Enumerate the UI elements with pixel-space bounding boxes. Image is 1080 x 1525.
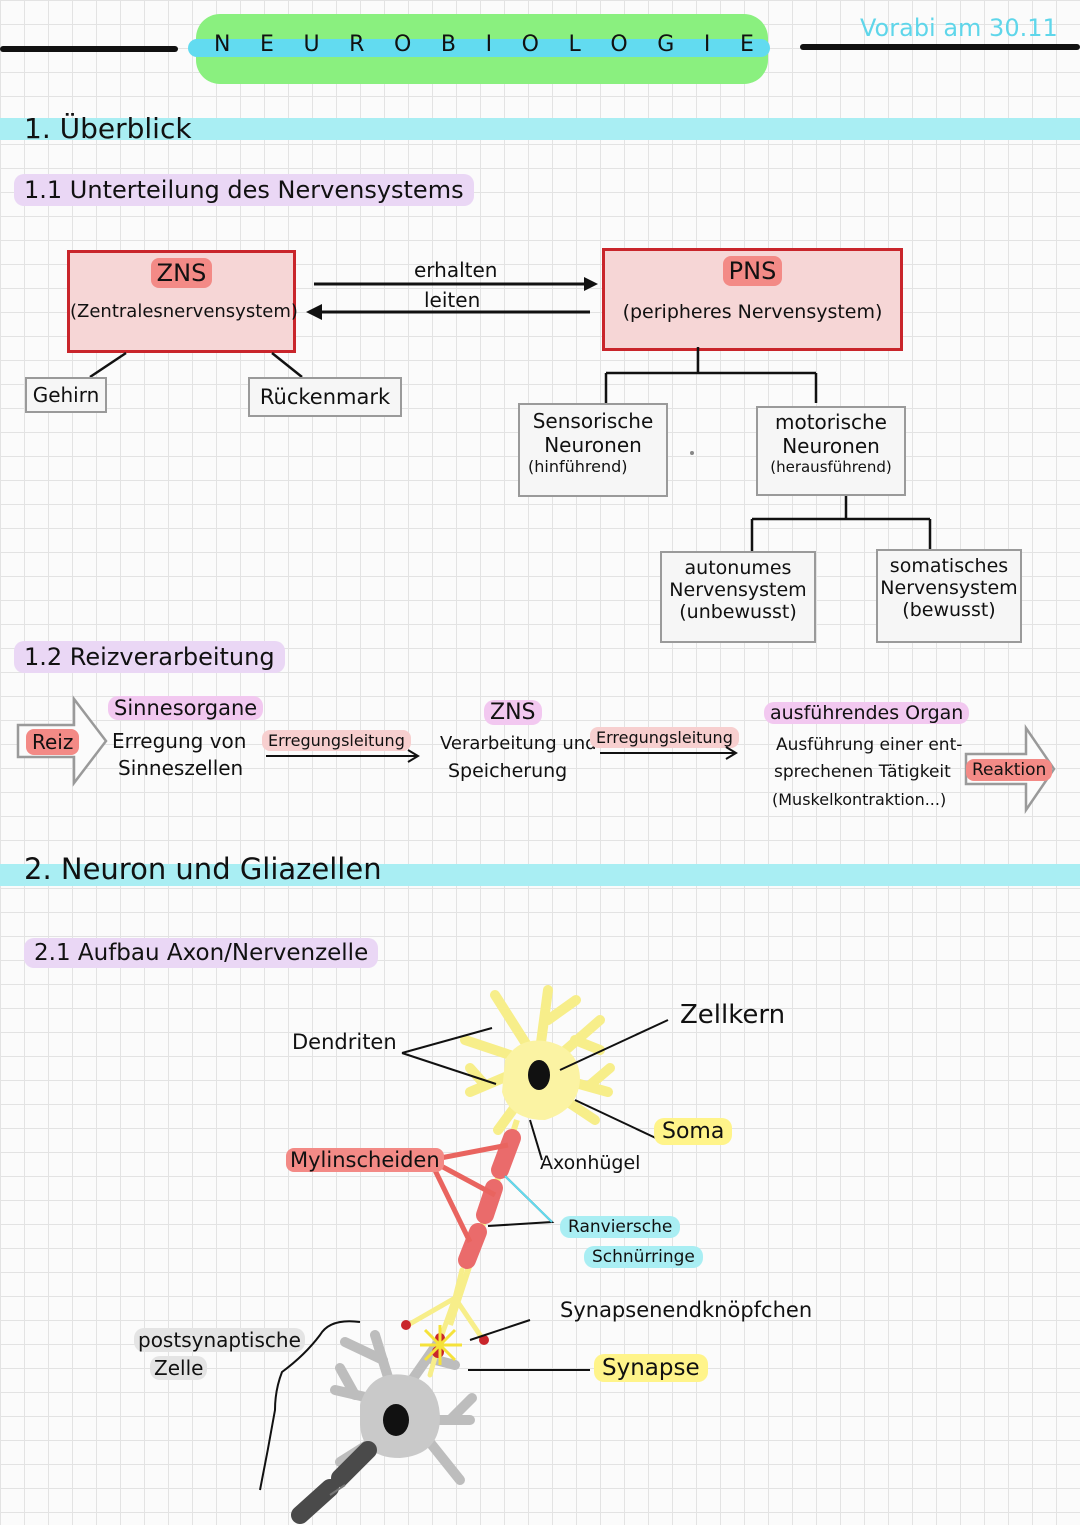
title-letter: E xyxy=(739,32,754,57)
sinnes-line2: Sinneszellen xyxy=(118,756,244,780)
label-dendriten: Dendriten xyxy=(292,1030,397,1054)
organ-label: ausführendes Organ xyxy=(764,702,970,724)
section2-band xyxy=(0,864,1080,886)
title-letter: U xyxy=(303,32,320,57)
erregungsleitung-1: Erregungsleitung xyxy=(262,730,411,751)
postsynaptic-axon xyxy=(291,1441,377,1524)
somatisch-line1: somatisches xyxy=(889,555,1009,577)
section1-heading: 1. Überblick xyxy=(24,112,192,145)
label-ranvier-1: Ranviersche xyxy=(560,1216,681,1238)
sinnesorgane-label: Sinnesorgane xyxy=(108,696,264,720)
neuron-diagram xyxy=(259,985,669,1524)
title-letter: O xyxy=(521,32,539,57)
vorabi-date: Vorabi am 30.11 xyxy=(860,14,1058,42)
motorische-neuronen-box: motorische Neuronen (herausführend) xyxy=(756,406,906,496)
zns2-label: ZNS xyxy=(484,700,542,725)
zns-connectors xyxy=(89,351,303,379)
title-letter: I xyxy=(703,32,711,57)
motorisch-line1: motorische xyxy=(775,410,887,434)
header-right-line xyxy=(800,44,1080,50)
title-cyan-bar xyxy=(188,39,770,57)
arrow-label-erhalten: erhalten xyxy=(414,258,498,282)
label-postsynaptisch-2: Zelle xyxy=(150,1356,208,1380)
title-letter: N xyxy=(214,32,231,57)
subsection-1-2: 1.2 Reizverarbeitung xyxy=(14,641,285,673)
sensorische-neuronen-box: Sensorische Neuronen (hinführend) xyxy=(518,403,668,497)
motorisch-line2: Neuronen xyxy=(782,434,880,458)
label-zellkern: Zellkern xyxy=(680,1000,786,1030)
title-letter: O xyxy=(610,32,628,57)
sensorisch-line3: (hinführend) xyxy=(528,457,628,476)
pns-tree xyxy=(604,347,932,551)
organ-line2: sprechenen Tätigkeit xyxy=(774,762,951,782)
label-synapse: Synapse xyxy=(594,1354,708,1382)
somatisch-line3: (bewusst) xyxy=(902,599,996,621)
sensorisch-line1: Sensorische xyxy=(532,409,654,433)
title-letter: I xyxy=(485,32,493,57)
title-letter: B xyxy=(440,32,457,57)
stray-dot xyxy=(690,451,694,455)
label-endknoepfchen: Synapsenendknöpfchen xyxy=(560,1298,813,1322)
rueckenmark-box: Rückenmark xyxy=(248,377,402,417)
autonom-line3: (unbewusst) xyxy=(679,601,797,623)
label-axonhuegel: Axonhügel xyxy=(540,1152,641,1174)
presynaptic-nucleus xyxy=(528,1060,550,1090)
label-postsynaptisch-1: postsynaptische xyxy=(134,1328,305,1352)
title-letter: O xyxy=(394,32,412,57)
autonom-line1: autonumes xyxy=(684,557,792,579)
erregungsleitung-arrow-2 xyxy=(600,746,738,760)
subsection-2-1: 2.1 Aufbau Axon/Nervenzelle xyxy=(24,938,379,968)
gehirn-box: Gehirn xyxy=(25,377,107,413)
section2-heading: 2. Neuron und Gliazellen xyxy=(24,852,382,886)
title-letter: L xyxy=(568,32,581,57)
zns-box: ZNS (Zentralesnervensystem) xyxy=(67,250,298,353)
zns-pns-arrows xyxy=(306,277,598,320)
reiz-label: Reiz xyxy=(26,729,80,755)
motorisch-line3: (herausführend) xyxy=(770,458,892,476)
synapse-burst xyxy=(420,1325,462,1365)
reaktion-label: Reaktion xyxy=(966,759,1053,781)
title-letter: E xyxy=(260,32,274,57)
autonomes-nervensystem-box: autonumes Nervensystem (unbewusst) xyxy=(660,551,816,643)
subsection-1-1: 1.1 Unterteilung des Nervensystems xyxy=(14,174,474,206)
pns-abbr: PNS xyxy=(722,256,783,286)
sinnes-line1: Erregung von xyxy=(112,729,247,753)
zns-abbr: ZNS xyxy=(150,258,213,288)
erregungsleitung-2: Erregungsleitung xyxy=(590,727,739,748)
title-letter: G xyxy=(657,32,675,57)
arrow-label-leiten: leiten xyxy=(424,288,481,312)
somatisch-line2: Nervensystem xyxy=(880,577,1018,599)
sensorisch-line2: Neuronen xyxy=(544,433,642,457)
header-left-line xyxy=(0,46,178,52)
label-mylinscheiden: Mylinscheiden xyxy=(286,1148,444,1172)
section1-band xyxy=(0,118,1080,140)
zns2-line1: Verarbeitung und xyxy=(440,733,597,754)
label-ranvier-2: Schnürringe xyxy=(584,1246,703,1268)
organ-line1: Ausführung einer ent- xyxy=(776,735,963,755)
zns2-line2: Speicherung xyxy=(448,760,568,782)
postsynaptic-nucleus xyxy=(383,1404,409,1436)
title-letter: R xyxy=(349,32,365,57)
myelin-sheaths xyxy=(458,1129,521,1269)
pns-box: PNS (peripheres Nervensystem) xyxy=(602,248,903,351)
label-soma: Soma xyxy=(654,1118,733,1145)
organ-line3: (Muskelkontraktion...) xyxy=(772,790,947,809)
autonom-line2: Nervensystem xyxy=(669,579,807,601)
label-lines xyxy=(259,1019,669,1491)
erregungsleitung-arrow-1 xyxy=(266,749,420,763)
zns-full: (Zentralesnervensystem) xyxy=(70,301,298,322)
pns-full: (peripheres Nervensystem) xyxy=(622,301,883,323)
somatisches-nervensystem-box: somatisches Nervensystem (bewusst) xyxy=(876,549,1022,643)
